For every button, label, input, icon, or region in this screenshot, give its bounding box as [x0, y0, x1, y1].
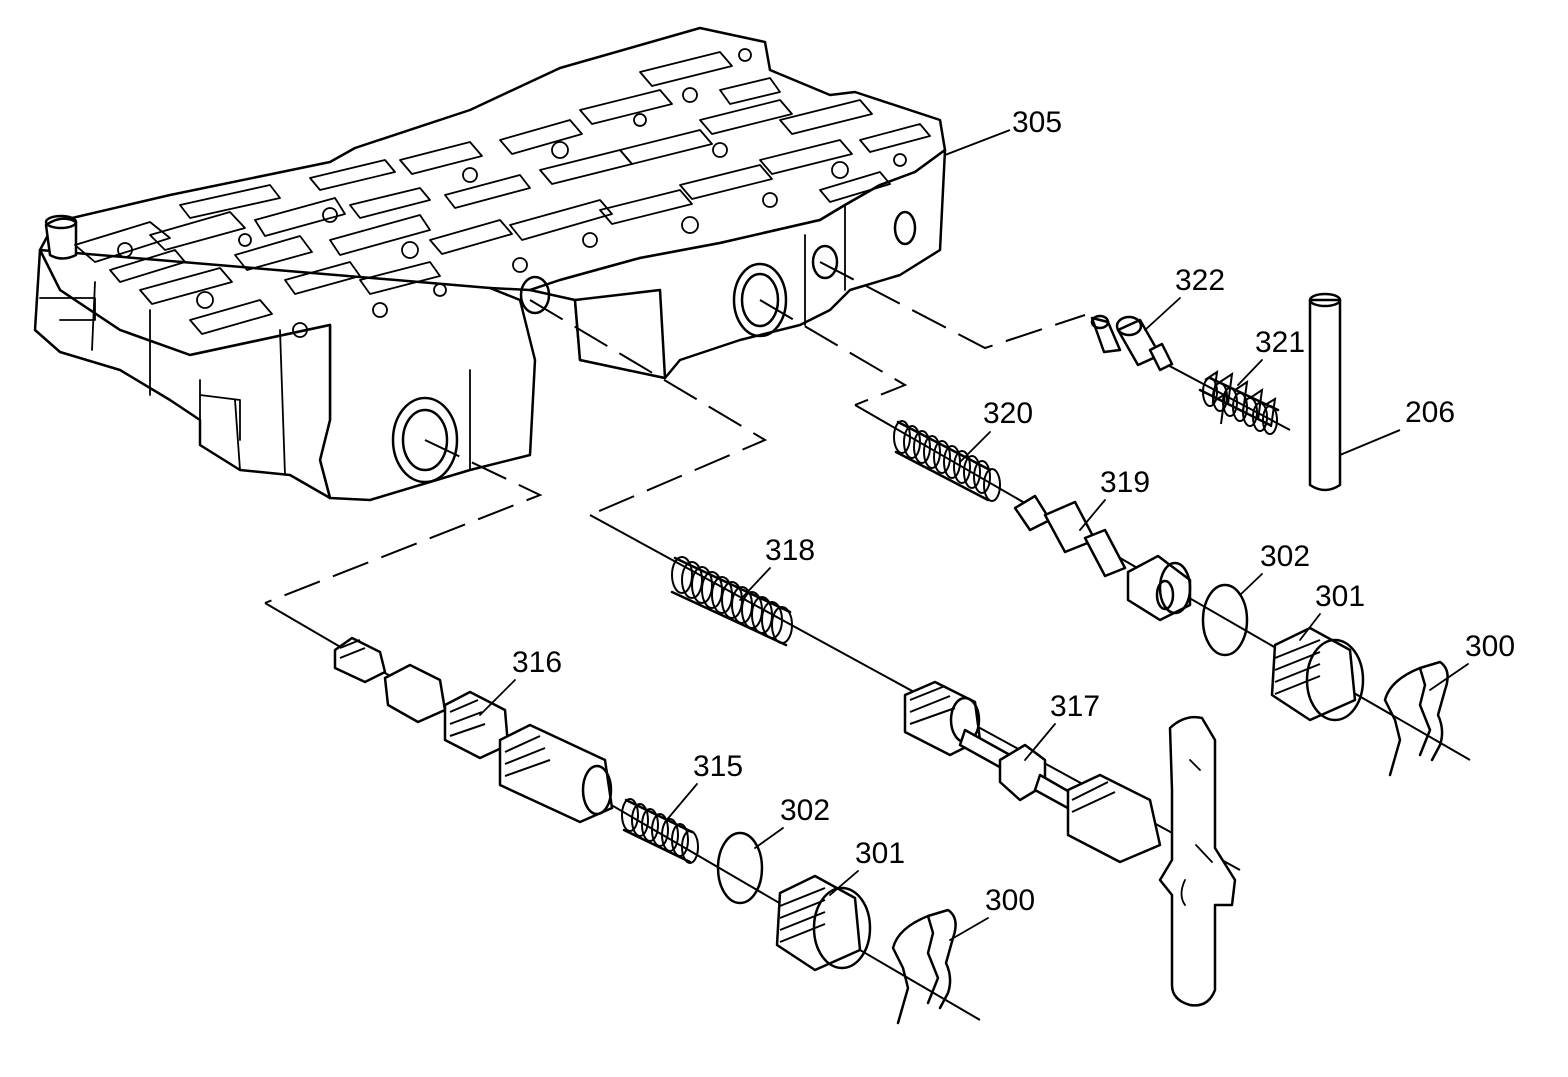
- callout-316: 316: [512, 646, 562, 679]
- callout-322: 322: [1175, 264, 1225, 297]
- callout-301-upper: 301: [1315, 580, 1365, 613]
- seal-302-lower: [716, 831, 764, 905]
- callout-305: 305: [1012, 106, 1062, 139]
- spring-318: [670, 556, 793, 647]
- callout-300-upper: 300: [1465, 630, 1515, 663]
- spring-320: [893, 420, 1001, 502]
- callout-labels: 305 322 321 206 320 319 302 301 300 318 …: [512, 106, 1515, 917]
- callout-300-lower: 300: [985, 884, 1035, 917]
- callout-302-lower: 302: [780, 794, 830, 827]
- spring-321: [1198, 369, 1280, 435]
- callout-317: 317: [1050, 690, 1100, 723]
- callout-321: 321: [1255, 326, 1305, 359]
- plug-301-upper: [1270, 626, 1365, 722]
- callout-302-upper: 302: [1260, 540, 1310, 573]
- valve-317: [903, 680, 1162, 864]
- valve-316: [333, 636, 614, 824]
- callout-301-lower: 301: [855, 837, 905, 870]
- manual-valve-lever: [1158, 715, 1237, 1007]
- valve-319: [1013, 494, 1192, 622]
- clip-300-lower: [891, 908, 957, 1025]
- callout-206: 206: [1405, 396, 1455, 429]
- callout-leaders: [479, 297, 1469, 941]
- valve-body: [33, 26, 947, 502]
- pin-206: [1308, 292, 1342, 492]
- seal-302-upper: [1201, 583, 1249, 657]
- plug-301-lower: [775, 874, 872, 972]
- valve-322: [1090, 314, 1174, 372]
- callout-320: 320: [983, 397, 1033, 430]
- callout-315: 315: [693, 750, 743, 783]
- spring-315: [621, 798, 699, 864]
- callout-319: 319: [1100, 466, 1150, 499]
- callout-318: 318: [765, 534, 815, 567]
- clip-300-upper: [1383, 660, 1449, 777]
